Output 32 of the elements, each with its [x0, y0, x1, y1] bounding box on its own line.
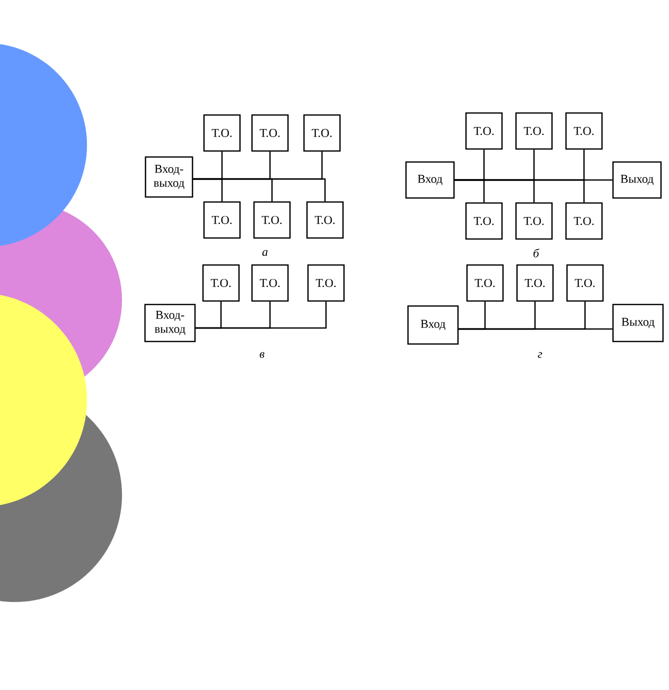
- connector-line: [458, 328, 612, 330]
- box: Т.О.: [303, 114, 341, 152]
- box: Т.О.: [465, 112, 503, 150]
- box: Т.О.: [566, 264, 604, 302]
- box: Т.О.: [251, 114, 289, 152]
- box: Т.О.: [203, 201, 241, 239]
- box: Т.О.: [515, 112, 553, 150]
- figure-caption: г: [538, 352, 542, 358]
- connector-line: [193, 178, 326, 202]
- box: Т.О.: [307, 264, 345, 302]
- box: Вход-выход: [144, 304, 196, 342]
- box: Т.О.: [202, 264, 240, 302]
- connector-line: [196, 302, 327, 329]
- box: Т.О.: [515, 202, 553, 240]
- box: Т.О.: [251, 264, 289, 302]
- box: Т.О.: [516, 264, 554, 302]
- box: Вход-выход: [144, 156, 194, 198]
- box: Выход: [612, 161, 662, 199]
- figure-caption: б: [534, 248, 540, 258]
- figure-caption: в: [260, 352, 264, 358]
- box: Т.О.: [465, 202, 503, 240]
- box: Вход: [405, 161, 455, 199]
- box: Т.О.: [203, 114, 241, 152]
- box: Т.О.: [565, 202, 603, 240]
- box: Т.О.: [306, 201, 344, 239]
- connector-line: [454, 179, 612, 181]
- box: Вход: [407, 305, 459, 345]
- box: Т.О.: [466, 264, 504, 302]
- box: Выход: [612, 304, 664, 342]
- box: Т.О.: [253, 201, 291, 239]
- figure-caption: а: [262, 250, 268, 256]
- box: Т.О.: [565, 112, 603, 150]
